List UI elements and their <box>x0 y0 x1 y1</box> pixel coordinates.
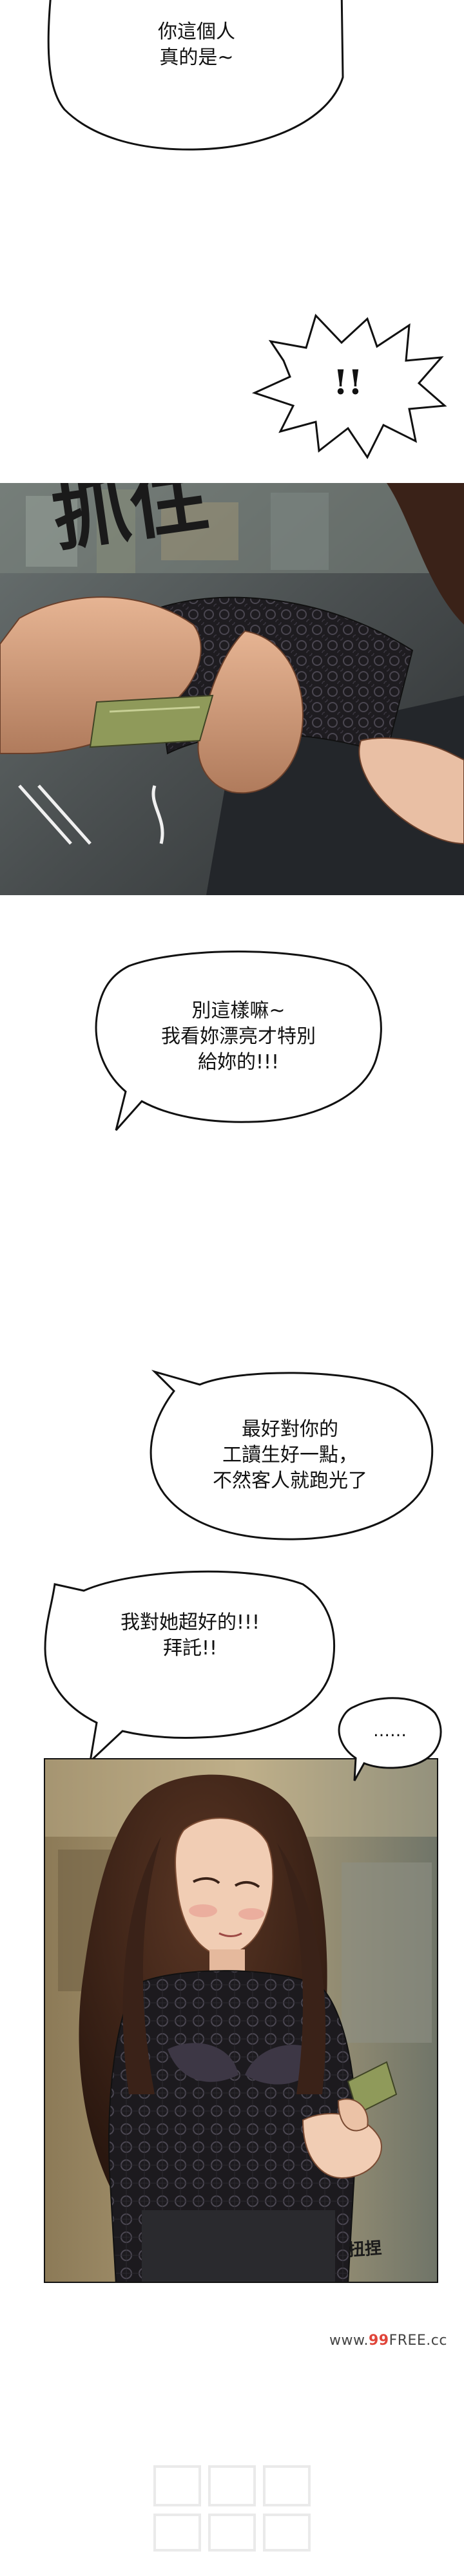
speech-bubble-4-shape <box>44 1570 336 1765</box>
speech-bubble-ellipsis: …… <box>335 1694 445 1784</box>
shout-bubble-shape <box>251 314 447 459</box>
speech-bubble-1-shape <box>47 0 344 151</box>
speech-bubble-ellipsis-shape <box>338 1697 442 1781</box>
speech-bubble-1: 你這個人 真的是~ <box>45 0 348 161</box>
watermark-suffix: FREE.cc <box>389 2333 447 2349</box>
speech-bubble-2-shape <box>95 951 382 1131</box>
speech-bubble-3: 最好對你的 工讀生好一點， 不然客人就跑光了 <box>142 1365 438 1552</box>
speech-bubble-3-shape <box>150 1369 434 1540</box>
sfx-fidget: 扭捏 <box>347 2239 383 2260</box>
speech-bubble-4-text: 我對她超好的!!! 拜託!! <box>120 1611 260 1660</box>
faded-logo <box>148 2460 316 2559</box>
shout-bubble: !! <box>245 303 451 470</box>
panel-grab-wrist: 抓住 <box>0 483 464 895</box>
speech-bubble-ellipsis-text: …… <box>373 1721 407 1741</box>
shout-bubble-text: !! <box>333 363 363 402</box>
watermark-prefix: www. <box>329 2333 369 2349</box>
panel-grab-wrist-art <box>0 483 464 895</box>
panel-woman-holding-cash: 扭捏 <box>44 1758 438 2283</box>
speech-bubble-2: 別這樣嘛~ 我看妳漂亮才特別 給妳的!!! <box>90 947 387 1133</box>
speech-bubble-3-text: 最好對你的 工讀生好一點， 不然客人就跑光了 <box>213 1418 367 1492</box>
faded-logo-shape <box>153 2465 311 2552</box>
speech-bubble-4: 我對她超好的!!! 拜託!! <box>39 1558 342 1765</box>
watermark-accent: 99 <box>368 2333 389 2349</box>
panel-woman-art <box>45 1759 437 2282</box>
speech-bubble-2-text: 別這樣嘛~ 我看妳漂亮才特別 給妳的!!! <box>161 999 316 1074</box>
speech-bubble-1-text: 你這個人 真的是~ <box>158 21 235 69</box>
site-watermark: www.99FREE.cc <box>329 2333 447 2349</box>
